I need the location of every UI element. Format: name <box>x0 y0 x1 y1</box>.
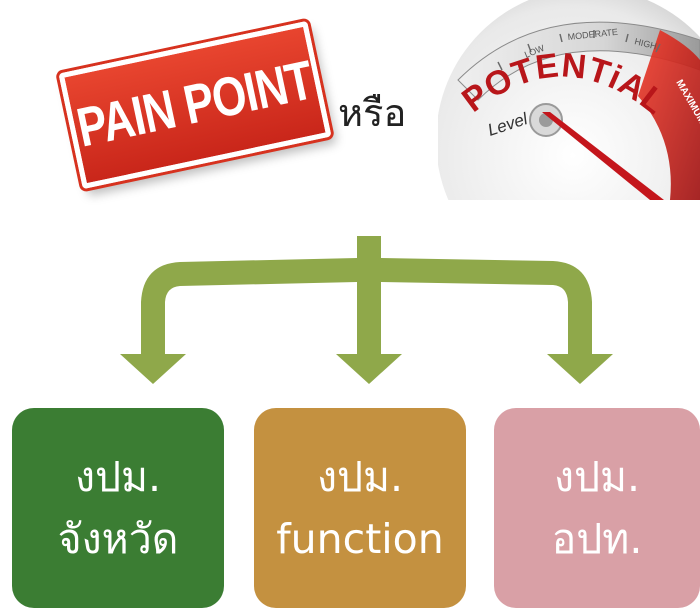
arrowhead-right <box>547 354 613 384</box>
box-local-admin-budget: งปม. อปท. <box>494 408 700 608</box>
gauge-ticks <box>497 30 661 71</box>
box-province-budget: งปม. จังหวัด <box>12 408 224 608</box>
branch-left <box>141 258 357 358</box>
gauge-icon: POTENTiAL Level LOW MODERATE HIGH MAXIMU… <box>438 0 700 200</box>
box-function-budget: งปม. function <box>254 408 466 608</box>
box-line1: งปม. <box>74 453 162 501</box>
gauge-scale-band <box>457 21 700 101</box>
box-line2: function <box>276 515 444 563</box>
box-line2: จังหวัด <box>57 515 179 563</box>
arrowhead-left <box>120 354 186 384</box>
branch-right <box>381 258 592 358</box>
gauge-red-zone <box>638 30 700 200</box>
arrowhead-center <box>336 354 402 384</box>
stem-center <box>357 236 381 358</box>
box-line2: อปท. <box>551 515 643 563</box>
box-line1: งปม. <box>553 453 641 501</box>
potential-gauge: POTENTiAL Level LOW MODERATE HIGH MAXIMU… <box>438 0 700 200</box>
gauge-needle <box>542 112 664 200</box>
or-text: หรือ <box>338 91 407 135</box>
box-line1: งปม. <box>316 453 404 501</box>
